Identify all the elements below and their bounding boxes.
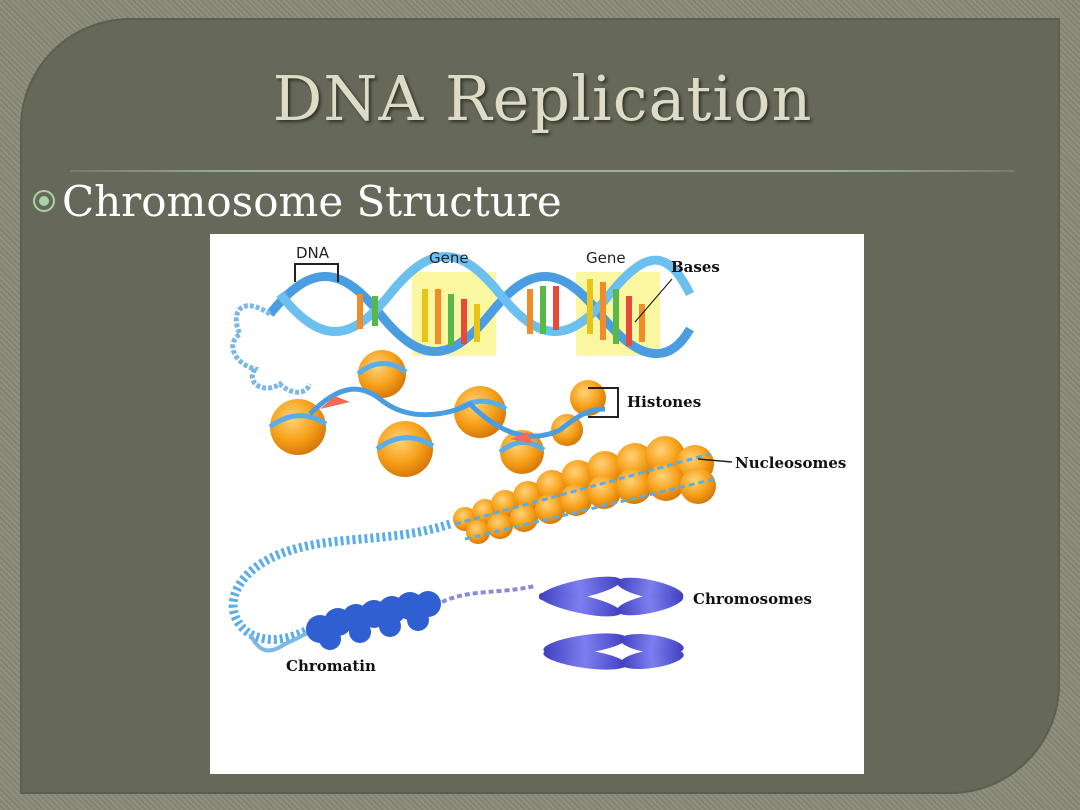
- slide-title: DNA Replication: [272, 62, 813, 135]
- label-histones: Histones: [627, 393, 701, 411]
- chromatin-cluster: [306, 591, 441, 650]
- bullet-text: Chromosome Structure: [62, 176, 562, 226]
- nucleosomes-pointer: [697, 458, 733, 463]
- histones-bracket: [588, 387, 619, 418]
- label-gene-1: Gene: [429, 249, 469, 267]
- bases-pointer: [634, 278, 673, 323]
- label-nucleosomes: Nucleosomes: [735, 454, 846, 472]
- dna-double-helix: [266, 252, 695, 358]
- label-chromosomes: Chromosomes: [693, 590, 812, 608]
- histone-spheres: [268, 350, 606, 477]
- coiled-dna-strand: [230, 303, 313, 395]
- supercoil-tail: [248, 627, 312, 653]
- dna-bracket: [294, 263, 339, 282]
- bullet-item: Chromosome Structure: [32, 175, 562, 227]
- chromatin-strand: [441, 584, 536, 604]
- chromosome-structure-diagram: DNA Gene Gene Bases Histones: [210, 234, 864, 774]
- title-divider: [70, 170, 1015, 172]
- label-bases: Bases: [671, 258, 720, 276]
- chromosome-pair: [538, 576, 684, 670]
- label-chromatin: Chromatin: [286, 657, 376, 675]
- label-dna: DNA: [296, 244, 330, 262]
- label-gene-2: Gene: [586, 249, 626, 267]
- nucleosome-fiber: [453, 436, 716, 544]
- circled-dot-bullet-icon: [32, 189, 56, 213]
